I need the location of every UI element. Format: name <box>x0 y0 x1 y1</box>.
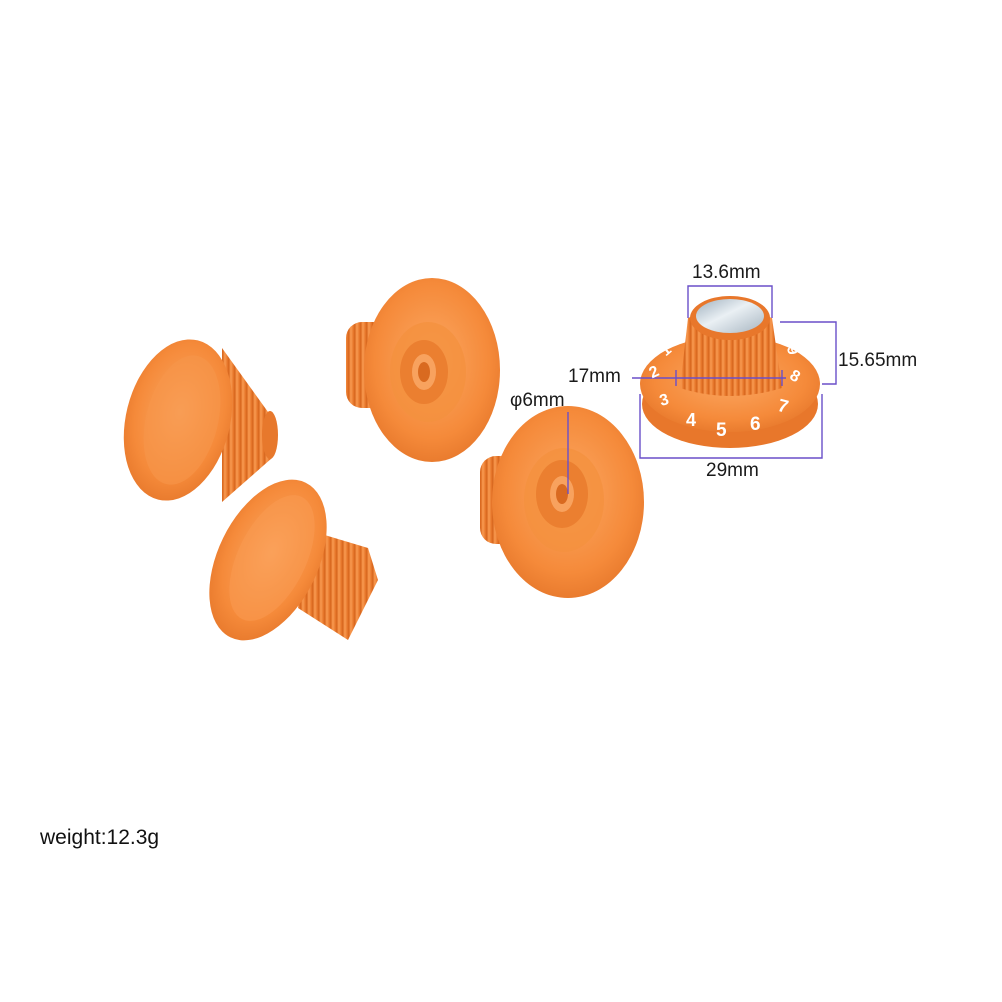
aluminium-cap <box>696 299 764 333</box>
shaft-hole-label: φ6mm <box>510 390 565 411</box>
height-label: 15.65mm <box>838 350 918 371</box>
weight-label: weight:12.3g <box>40 826 160 849</box>
knob-side-view-1 <box>123 339 278 502</box>
dial-number: 5 <box>716 420 727 441</box>
cap-diameter-line <box>687 285 773 318</box>
knob-top-view <box>640 296 820 448</box>
height-line <box>780 321 837 385</box>
knob-side-view-2 <box>209 479 378 641</box>
dimension-lines <box>567 285 837 494</box>
body-diameter-label: 17mm <box>568 366 621 387</box>
skirt-diameter-label: 29mm <box>706 460 759 481</box>
knob-bottom-view-2 <box>480 406 644 598</box>
knob-bottom-view-1 <box>346 278 500 462</box>
knob-ribbed-body <box>222 348 272 502</box>
cap-diameter-label: 13.6mm <box>692 262 761 283</box>
dial-number: 6 <box>750 414 761 435</box>
dial-number: 4 <box>686 410 697 430</box>
skirt-diameter-line <box>639 394 823 459</box>
